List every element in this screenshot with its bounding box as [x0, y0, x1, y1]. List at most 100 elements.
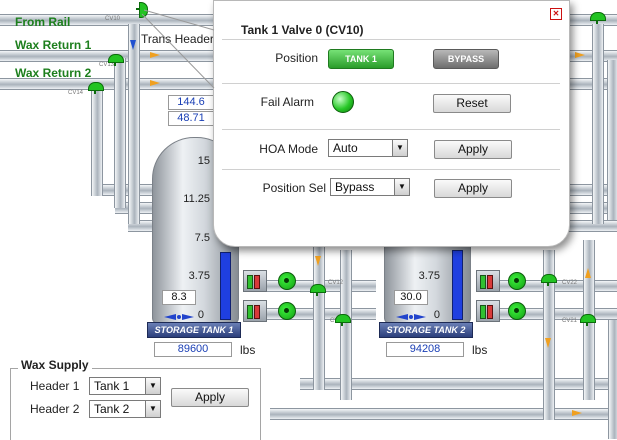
- cv10-tag: CV10: [105, 16, 121, 22]
- hoa-mode-select[interactable]: Auto ▼: [328, 139, 408, 157]
- vertical-pipe-j: [608, 320, 617, 439]
- valve-cv12-icon[interactable]: [310, 284, 326, 296]
- reset-button[interactable]: Reset: [433, 94, 511, 113]
- tank2-weight-unit: lbs: [472, 343, 488, 357]
- vertical-pipe-f: [543, 250, 555, 420]
- tank2-weight: 94208: [386, 342, 464, 357]
- wax-supply-title: Wax Supply: [18, 358, 92, 372]
- motor-2-icon[interactable]: [243, 300, 267, 322]
- tank1-weight-unit: lbs: [240, 343, 256, 357]
- popup-divider: [222, 39, 560, 40]
- motor-3-icon[interactable]: [476, 270, 500, 292]
- tank1-position-button[interactable]: TANK 1: [328, 49, 394, 69]
- flow-arrow-icon: [150, 52, 160, 58]
- cv13-tag: CV13: [99, 62, 115, 68]
- hoa-mode-label: HOA Mode: [259, 142, 318, 156]
- header2-select-value: Tank 2: [94, 402, 130, 416]
- valve-popup: Tank 1 Valve 0 (CV10) ✕ Position TANK 1 …: [213, 0, 570, 247]
- cv12-tag: CV12: [328, 280, 344, 286]
- valve-top-right-icon[interactable]: [590, 12, 606, 24]
- header1-select[interactable]: Tank 1 ▼: [89, 377, 161, 395]
- chevron-down-icon: ▼: [392, 140, 407, 156]
- tank1-weight: 89600: [154, 342, 232, 357]
- flow-arrow-icon: [545, 338, 551, 348]
- close-icon[interactable]: ✕: [550, 8, 562, 20]
- mixer-icon: [394, 308, 428, 320]
- cv22-tag: CV22: [562, 280, 578, 286]
- from-rail-label: From Rail: [15, 15, 71, 29]
- vertical-pipe-a: [91, 86, 103, 196]
- position-sel-select[interactable]: Bypass ▼: [330, 178, 410, 196]
- trans-header-label: Trans Header: [141, 32, 214, 46]
- tank1-level-bar: [220, 252, 231, 320]
- tank1-scale-7-5: 7.5: [194, 232, 210, 244]
- vertical-pipe-c: [128, 24, 140, 224]
- pump-4-icon[interactable]: [508, 302, 526, 320]
- top-readout-1: 144.6: [168, 95, 214, 110]
- chevron-down-icon: ▼: [145, 401, 160, 417]
- tank1-scale-3-75: 3.75: [188, 270, 210, 282]
- tank1-scale-15: 15: [197, 155, 210, 167]
- position-label: Position: [275, 51, 318, 65]
- wax-supply-apply-button[interactable]: Apply: [171, 388, 249, 407]
- cv21-tag: CV21: [562, 318, 578, 324]
- position-sel-apply-button[interactable]: Apply: [434, 179, 512, 198]
- valve-cv21-icon[interactable]: [580, 314, 596, 326]
- wax-return-2-label: Wax Return 2: [15, 66, 92, 80]
- flow-arrow-icon: [315, 256, 321, 266]
- valve-cv13-icon[interactable]: [108, 54, 124, 66]
- wax-supply-panel: [10, 368, 261, 440]
- vertical-pipe-d: [313, 240, 325, 390]
- pump-1-icon[interactable]: [278, 272, 296, 290]
- position-sel-label: Position Sel: [262, 181, 326, 195]
- motor-4-icon[interactable]: [476, 300, 500, 322]
- valve-cv22-icon[interactable]: [541, 274, 557, 286]
- mixer-icon: [162, 308, 196, 320]
- header2-label: Header 2: [30, 402, 80, 416]
- pump-2-icon[interactable]: [278, 302, 296, 320]
- fail-alarm-indicator-icon: [332, 91, 354, 113]
- valve-cv14-icon[interactable]: [88, 82, 104, 94]
- popup-divider: [222, 83, 560, 84]
- popup-divider: [222, 169, 560, 170]
- tank1-scale-11-25: 11.25: [183, 193, 210, 205]
- header1-select-value: Tank 1: [94, 379, 130, 393]
- vertical-pipe-h: [592, 24, 604, 224]
- flow-arrow-icon: [130, 40, 136, 50]
- popup-pointer: [141, 9, 215, 89]
- bypass-position-button[interactable]: BYPASS: [433, 49, 499, 69]
- cv14-tag: CV14: [68, 90, 84, 96]
- valve-cv11-icon[interactable]: [335, 314, 351, 326]
- flow-arrow-icon: [575, 52, 585, 58]
- chevron-down-icon: ▼: [394, 179, 409, 195]
- bottom-return-pipe-2: [270, 408, 617, 420]
- top-readout-2: 48.71: [168, 111, 214, 126]
- vertical-pipe-e: [340, 250, 352, 400]
- wax-return-1-label: Wax Return 1: [15, 38, 92, 52]
- flow-arrow-icon: [150, 80, 160, 86]
- popup-title: Tank 1 Valve 0 (CV10): [241, 23, 364, 37]
- tank2-name-badge: STORAGE TANK 2: [379, 322, 473, 338]
- tank2-scale-3-75: 3.75: [418, 270, 440, 282]
- flow-arrow-icon: [585, 268, 591, 278]
- header2-select[interactable]: Tank 2 ▼: [89, 400, 161, 418]
- vertical-pipe-b: [114, 58, 126, 208]
- hoa-mode-value: Auto: [333, 141, 358, 155]
- tank1-name-badge: STORAGE TANK 1: [147, 322, 241, 338]
- header1-label: Header 1: [30, 379, 80, 393]
- tank2-scale-0: 0: [433, 309, 440, 321]
- tank1-level-readout: 8.3: [162, 290, 196, 305]
- tank2-level-bar: [452, 250, 463, 320]
- pump-3-icon[interactable]: [508, 272, 526, 290]
- tank1-scale-0: 0: [197, 309, 204, 321]
- flow-arrow-icon: [572, 410, 582, 416]
- motor-1-icon[interactable]: [243, 270, 267, 292]
- position-sel-value: Bypass: [335, 180, 375, 194]
- hoa-apply-button[interactable]: Apply: [434, 140, 512, 159]
- tank2-level-readout: 30.0: [394, 290, 428, 305]
- bottom-return-pipe: [300, 378, 617, 390]
- chevron-down-icon: ▼: [145, 378, 160, 394]
- vertical-pipe-i: [607, 60, 617, 220]
- fail-alarm-label: Fail Alarm: [260, 95, 314, 109]
- popup-divider: [222, 129, 560, 130]
